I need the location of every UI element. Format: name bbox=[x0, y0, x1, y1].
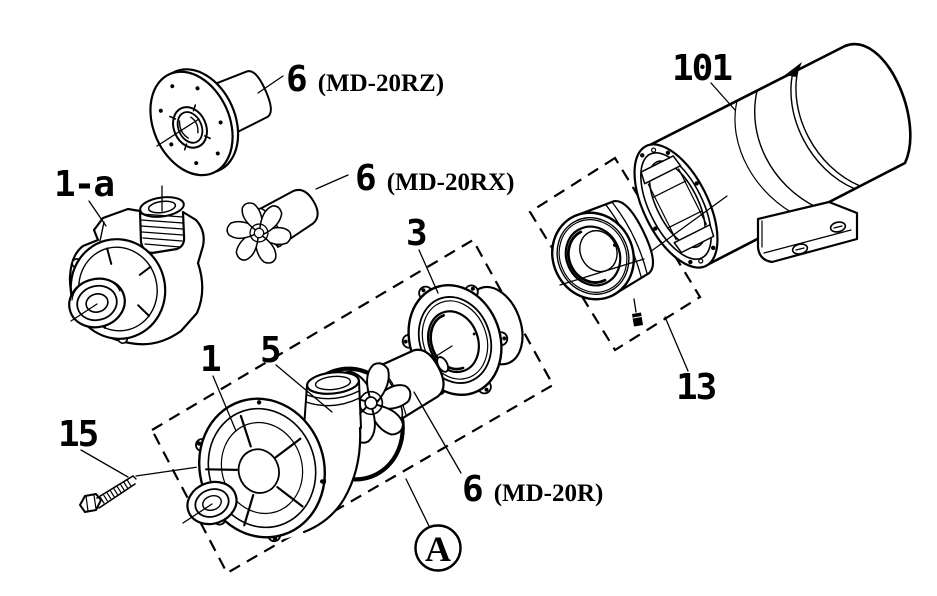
face-hole bbox=[651, 147, 657, 153]
motor-cap-seam bbox=[795, 69, 861, 187]
face-ribs bbox=[77, 247, 152, 329]
disc-hole bbox=[194, 161, 199, 166]
disc-hole bbox=[215, 151, 220, 156]
callout-rear-casing-3: 3 bbox=[406, 213, 428, 254]
disc-hole bbox=[158, 108, 163, 113]
shaft-axis-line bbox=[649, 195, 728, 253]
motor-bracket bbox=[756, 200, 859, 264]
ear-hole bbox=[272, 536, 278, 541]
marker-letter: A bbox=[425, 529, 451, 569]
face-ribs bbox=[205, 414, 304, 527]
callout-impeller-rx: 6(MD-20RX) bbox=[355, 158, 514, 199]
assembly-marker-a: A bbox=[414, 524, 462, 572]
impeller-md20r bbox=[326, 348, 450, 450]
leader-impeller-r bbox=[413, 391, 462, 474]
disc-hole bbox=[170, 84, 175, 89]
port-pointer-line bbox=[70, 303, 98, 322]
motor-seam bbox=[753, 90, 819, 209]
leader-magnet-cup-13 bbox=[664, 316, 689, 372]
bolt-shank bbox=[96, 475, 136, 509]
callout-front-casing-1: 1 bbox=[200, 339, 222, 380]
motor-cap-seam bbox=[790, 71, 856, 190]
face-hole bbox=[698, 258, 704, 264]
tab-hole bbox=[470, 286, 475, 291]
marker-circle bbox=[414, 524, 462, 572]
impeller-hub-nub bbox=[436, 356, 450, 373]
tab-hole bbox=[484, 387, 489, 392]
front-casing-1 bbox=[186, 371, 362, 543]
face-bolt-dot bbox=[665, 150, 671, 155]
leader-motor-101 bbox=[710, 82, 736, 111]
bracket-foot bbox=[756, 200, 859, 264]
set-screw bbox=[632, 312, 643, 327]
callout-o-ring-5: 5 bbox=[260, 330, 282, 371]
hex-bolt-15 bbox=[79, 475, 137, 513]
bearing-bore bbox=[427, 310, 480, 374]
disc-hole bbox=[218, 120, 223, 125]
tab-hole bbox=[421, 288, 426, 293]
leader-o-ring-5 bbox=[275, 364, 333, 413]
callout-impeller-r: 6(MD-20R) bbox=[462, 469, 603, 510]
leader-impeller-rx bbox=[315, 174, 349, 190]
leader-bolt-15 bbox=[80, 449, 129, 478]
cup-bore bbox=[564, 225, 622, 287]
face-bolt-dot bbox=[688, 259, 693, 265]
leader-rear-casing-3 bbox=[418, 249, 439, 294]
magnet-cup-13 bbox=[551, 200, 655, 327]
pump-head-1a bbox=[68, 196, 205, 346]
motor-front-face bbox=[633, 143, 719, 269]
face-bolt-dot bbox=[640, 153, 645, 158]
callout-pump-head-1a: 1-a bbox=[54, 164, 113, 205]
callout-motor-101: 101 bbox=[672, 48, 731, 89]
face-bolt-dot bbox=[653, 226, 658, 231]
port-pointer-line bbox=[182, 503, 213, 524]
casing-body-edge bbox=[302, 426, 362, 534]
thread-lines bbox=[140, 213, 184, 248]
stator-slot bbox=[673, 224, 715, 254]
motor-seam bbox=[734, 100, 801, 218]
face-boss bbox=[237, 448, 280, 494]
face-bolt-dot bbox=[694, 181, 699, 186]
impeller-md20rx bbox=[217, 188, 319, 276]
leader-front-casing-1 bbox=[212, 375, 237, 432]
shaft-axis-line bbox=[559, 258, 645, 286]
rear-casing-3 bbox=[401, 283, 524, 397]
disc-hole bbox=[169, 142, 174, 147]
callout-magnet-cup-13: 13 bbox=[676, 367, 716, 408]
motor-101 bbox=[633, 42, 912, 269]
drive-slots bbox=[169, 104, 211, 151]
tab-hole bbox=[502, 336, 507, 341]
stator-slot bbox=[640, 155, 682, 185]
hub-pointer-line bbox=[156, 118, 200, 147]
ear-hole bbox=[196, 441, 202, 446]
seam-wedge bbox=[785, 62, 802, 77]
leader-assembly-a bbox=[405, 478, 430, 527]
disc-hole bbox=[195, 86, 200, 91]
tab-hole bbox=[403, 339, 408, 344]
leader-pump-head-1a bbox=[88, 200, 107, 227]
assembly-boundary-a bbox=[150, 238, 555, 575]
bolt-axis-line bbox=[135, 465, 206, 477]
face-bolt-dot bbox=[710, 245, 716, 251]
bolt-threads bbox=[99, 479, 132, 504]
ear-hole bbox=[256, 400, 262, 405]
callout-impeller-rz: 6(MD-20RZ) bbox=[286, 59, 444, 100]
callout-bolt-15: 15 bbox=[58, 414, 98, 455]
ear-hole bbox=[320, 479, 325, 484]
leader-impeller-rz bbox=[257, 75, 284, 94]
stator-bore bbox=[648, 160, 707, 249]
